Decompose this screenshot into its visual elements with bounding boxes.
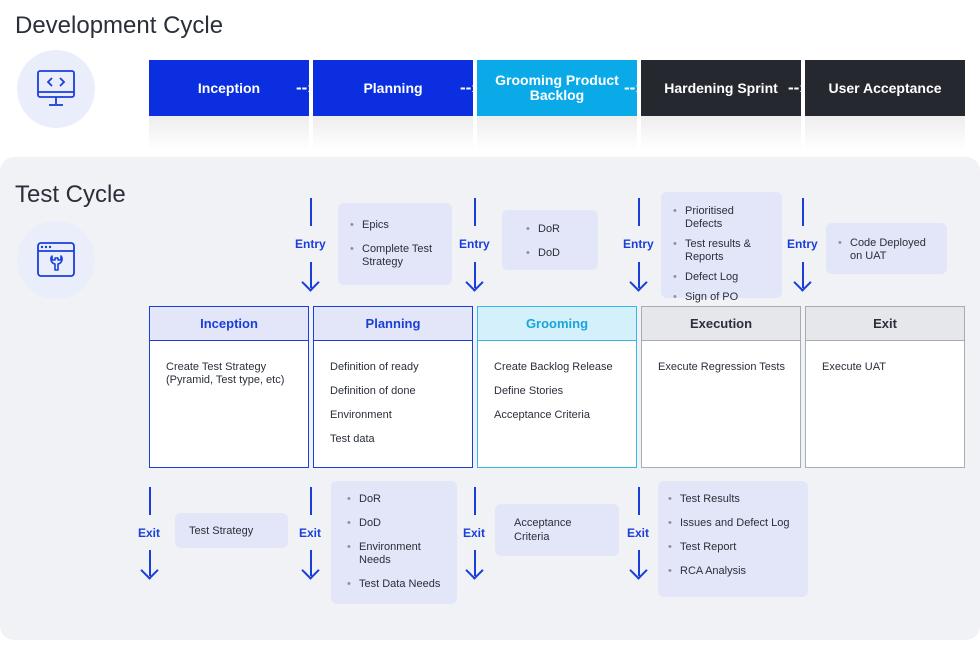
note-item: Defect Log xyxy=(673,271,774,284)
test-cycle-title: Test Cycle xyxy=(15,181,126,208)
phase-item: Definition of done xyxy=(330,385,416,397)
note-item: Environment Needs xyxy=(347,541,449,567)
note-item: Prioritised Defects xyxy=(673,205,774,231)
entry-label: Entry xyxy=(623,237,654,251)
entry-label: Entry xyxy=(295,237,326,251)
dev-step-label: Inception xyxy=(197,79,261,96)
entry-note-planning: Epics Complete Test Strategy xyxy=(338,203,452,285)
exit-label: Exit xyxy=(299,526,322,540)
dev-step-grooming: Grooming Product Backlog xyxy=(477,60,637,150)
note-item: Test Report xyxy=(668,541,800,554)
entry-line xyxy=(638,198,640,226)
entry-line xyxy=(310,262,312,288)
exit-line xyxy=(474,550,476,576)
note-item: Complete Test Strategy xyxy=(350,243,442,269)
exit-label: Exit xyxy=(463,526,486,540)
exit-label: Exit xyxy=(138,526,161,540)
exit-note-inception: Test Strategy xyxy=(175,513,288,548)
entry-note-exit: Code Deployed on UAT xyxy=(826,223,947,274)
exit-line xyxy=(310,487,312,515)
entry-note-grooming: DoR DoD xyxy=(502,210,598,270)
phase-grooming: Grooming Create Backlog Release Define S… xyxy=(477,306,637,468)
note-item: DoD xyxy=(347,517,449,530)
phase-item: Test data xyxy=(330,433,375,445)
exit-line xyxy=(474,487,476,515)
flow-arrow: --› xyxy=(624,78,641,97)
note-item: Code Deployed on UAT xyxy=(838,237,939,263)
entry-line xyxy=(474,198,476,226)
note-text: Acceptance Criteria xyxy=(514,517,572,543)
note-item: DoR xyxy=(347,493,449,506)
flow-arrow: --› xyxy=(296,78,313,97)
phase-item: Create Backlog Release xyxy=(494,361,613,373)
exit-note-planning: DoR DoD Environment Needs Test Data Need… xyxy=(331,481,457,604)
dev-step-label: Hardening Sprint xyxy=(664,79,778,96)
exit-note-execution: Test Results Issues and Defect Log Test … xyxy=(658,481,808,597)
flow-arrow: --› xyxy=(460,78,477,97)
note-item: Epics xyxy=(350,219,442,232)
dev-step-user-acceptance: User Acceptance xyxy=(805,60,965,150)
dev-step-hardening-sprint: Hardening Sprint xyxy=(641,60,801,150)
entry-line xyxy=(802,198,804,226)
dev-step-inception: Inception xyxy=(149,60,309,150)
note-item: RCA Analysis xyxy=(668,565,800,578)
exit-line xyxy=(149,487,151,515)
phase-planning: Planning Definition of ready Definition … xyxy=(313,306,473,468)
note-text: Test Strategy xyxy=(189,524,254,537)
dev-step-label: Planning xyxy=(363,79,423,96)
dev-step-label: Grooming Product Backlog xyxy=(495,72,619,103)
phase-title: Inception xyxy=(150,307,308,341)
entry-line xyxy=(474,262,476,288)
entry-label: Entry xyxy=(787,237,818,251)
phase-exit: Exit Execute UAT xyxy=(805,306,965,468)
exit-line xyxy=(310,550,312,576)
phase-item: Definition of ready xyxy=(330,361,419,373)
phase-item: Acceptance Criteria xyxy=(494,409,590,421)
dev-step-planning: Planning xyxy=(313,60,473,150)
note-item: Test Data Needs xyxy=(347,578,449,591)
note-item: Test Results xyxy=(668,493,800,506)
exit-line xyxy=(638,550,640,576)
test-cycle-icon-badge xyxy=(17,221,95,299)
phase-item: Execute UAT xyxy=(822,361,886,373)
flow-arrow: --› xyxy=(788,78,805,97)
entry-label: Entry xyxy=(459,237,490,251)
exit-line xyxy=(638,487,640,515)
entry-line xyxy=(310,198,312,226)
dev-cycle-title: Development Cycle xyxy=(15,12,224,39)
phase-title: Execution xyxy=(642,307,800,341)
phase-title: Planning xyxy=(314,307,472,341)
entry-line xyxy=(638,262,640,288)
phase-item: Execute Regression Tests xyxy=(658,361,785,373)
phase-item: Define Stories xyxy=(494,385,564,397)
note-item: Issues and Defect Log xyxy=(668,517,800,530)
note-item: Sign of PO xyxy=(673,291,774,304)
phase-title: Exit xyxy=(806,307,964,341)
monitor-code-icon xyxy=(37,70,75,106)
browser-wrench-icon xyxy=(37,242,75,277)
phase-execution: Execution Execute Regression Tests xyxy=(641,306,801,468)
phase-item: Create Test Strategy (Pyramid, Test type… xyxy=(166,361,285,386)
phase-item: Environment xyxy=(330,409,392,421)
dev-cycle-icon-badge xyxy=(17,50,95,128)
entry-line xyxy=(802,262,804,288)
exit-note-grooming: Acceptance Criteria xyxy=(495,504,619,556)
exit-label: Exit xyxy=(627,526,650,540)
dev-step-label: User Acceptance xyxy=(828,79,942,96)
phase-inception: Inception Create Test Strategy (Pyramid,… xyxy=(149,306,309,468)
phase-title: Grooming xyxy=(478,307,636,341)
note-item: DoD xyxy=(526,247,588,260)
note-item: DoR xyxy=(526,223,588,236)
entry-note-execution: Prioritised Defects Test results & Repor… xyxy=(661,192,782,304)
exit-line xyxy=(149,550,151,576)
note-item: Test results & Reports xyxy=(673,238,774,264)
